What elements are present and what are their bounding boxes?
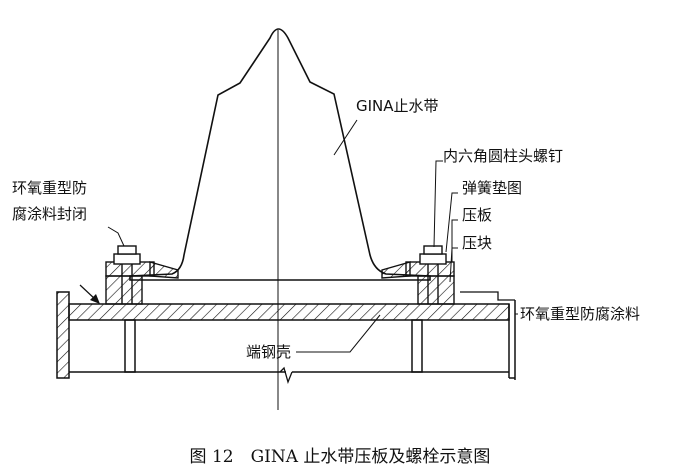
label-coating-left-1: 环氧重型防 — [12, 179, 87, 197]
coating-outline-right — [460, 291, 515, 301]
arrow-icon — [79, 284, 100, 304]
leader-lines — [107, 119, 518, 353]
right-clamp — [381, 245, 455, 305]
left-clamp — [105, 245, 179, 305]
label-spring-washer: 弹簧垫图 — [462, 179, 522, 197]
break-line — [279, 366, 293, 385]
label-pressure-plate: 压板 — [462, 206, 492, 224]
gina-gasket — [129, 28, 431, 281]
figure-caption: 图 12 GINA 止水带压板及螺栓示意图 — [190, 447, 491, 467]
left-end-wall — [56, 291, 70, 379]
label-gina-band: GINA止水带 — [356, 97, 439, 115]
label-coating-right: 环氧重型防腐涂料 — [520, 305, 640, 323]
label-hex-bolt: 内六角圆柱头螺钉 — [443, 147, 563, 165]
end-steel-plate — [68, 303, 510, 321]
label-end-steel-shell: 端钢壳 — [246, 343, 291, 361]
label-pressure-block: 压块 — [462, 234, 492, 252]
steel-shell-frame — [69, 300, 516, 380]
label-coating-left-2: 腐涂料封闭 — [12, 205, 87, 223]
